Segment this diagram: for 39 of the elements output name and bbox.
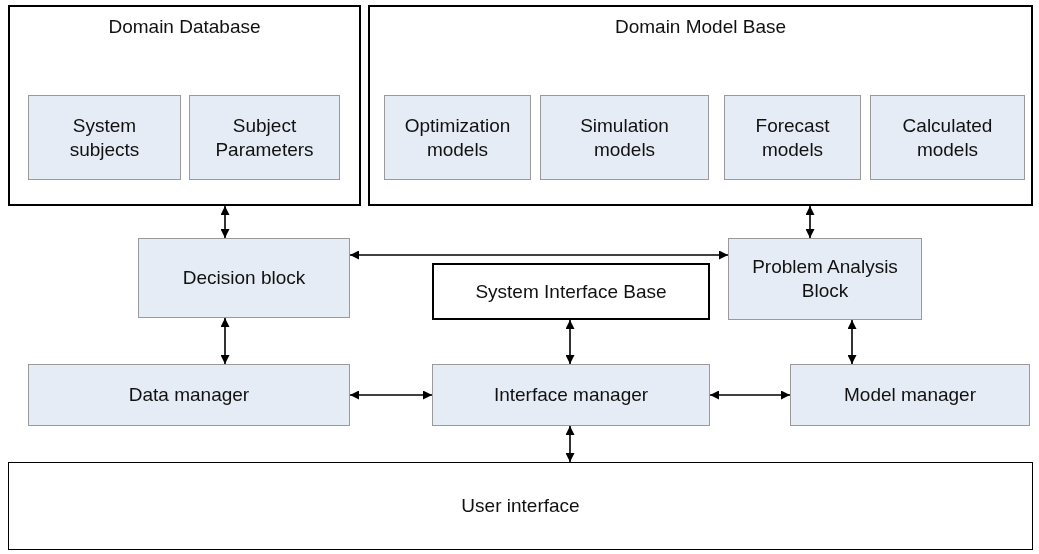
process-box [432, 263, 710, 320]
box-label: Calculated models [901, 113, 994, 162]
process-box [384, 95, 531, 180]
box-label: Forecast models [754, 113, 831, 162]
process-box [728, 238, 922, 320]
box-label: Optimization models [403, 113, 512, 162]
process-box [28, 364, 350, 426]
double-arrow [847, 319, 857, 365]
process-box [432, 364, 710, 426]
double-arrow [349, 390, 433, 400]
process-box [790, 364, 1030, 426]
box-label: Decision block [181, 266, 307, 290]
double-arrow [805, 205, 815, 239]
box-label: Problem Analysis Block [751, 255, 899, 303]
panel-title: Domain Database [107, 15, 262, 39]
process-box [724, 95, 861, 180]
group-panel [8, 5, 361, 206]
box-label: Model manager [843, 383, 977, 407]
double-arrow [709, 390, 791, 400]
process-box [189, 95, 340, 180]
box-label: Simulation models [579, 113, 670, 162]
box-label: System subjects [68, 113, 141, 162]
group-panel [368, 5, 1033, 206]
double-arrow [565, 319, 575, 365]
process-box [870, 95, 1025, 180]
box-label: User interface [460, 494, 581, 518]
box-label: Data manager [127, 383, 251, 407]
process-box [28, 95, 181, 180]
box-label: Subject Parameters [214, 113, 315, 162]
process-box [138, 238, 350, 318]
panel-title: Domain Model Base [613, 15, 788, 39]
process-box [8, 462, 1033, 550]
double-arrow [220, 317, 230, 365]
box-label: System Interface Base [474, 279, 668, 304]
double-arrow [349, 250, 729, 260]
double-arrow [565, 425, 575, 463]
box-label: Interface manager [492, 383, 650, 407]
process-box [540, 95, 709, 180]
double-arrow [220, 205, 230, 239]
